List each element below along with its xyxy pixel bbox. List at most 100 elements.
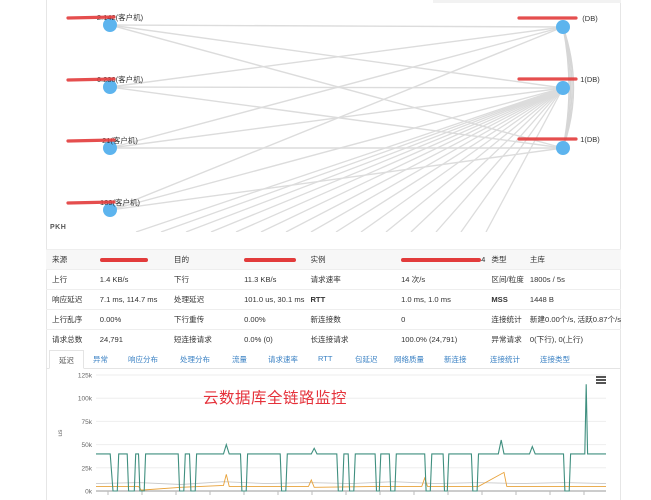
db-node-label: 1(DB) [580,135,600,144]
y-tick-label: 50k [82,442,93,449]
info-value-text: 4 [481,255,486,264]
topology-edge [562,26,575,149]
tab-11[interactable]: 连接类型 [540,355,570,364]
topology-edge [385,87,564,232]
info-value: 4 [395,249,486,270]
info-value: 0.00% [238,309,305,330]
topology-edge [109,147,564,211]
tab-8[interactable]: 网络质量 [394,355,424,364]
info-value: 1.4 KB/s [93,269,168,290]
info-label: 请求总数 [46,329,94,349]
info-label: 请求速率 [304,269,396,290]
topology-edges [109,24,575,232]
metric-tabs: 延迟异常 响应分布 处理分布 流量 请求速率 RTT 包延迟 网络质量 新连接 连接统计 连接类型 [46,350,621,369]
topology-edge [109,87,564,211]
tab-5[interactable]: 请求速率 [268,355,298,364]
info-label: 短连接请求 [167,329,239,349]
client-node[interactable]: 189(客户机) [66,197,141,217]
info-label: 上行 [46,269,94,290]
client-node-label: 6.230(客户机) [97,74,144,84]
topology-edge [285,87,564,232]
topology-edge [109,26,564,211]
client-node[interactable]: 6.230(客户机) [66,74,144,94]
y-tick-label: 125k [78,373,93,380]
topology-edge [360,87,564,232]
info-label: 目的 [167,249,239,270]
info-value: 0.00% [93,309,168,330]
info-value: 1800s / 5s [523,269,621,290]
info-label: 下行 [167,269,239,290]
topology-edge [310,87,564,232]
info-label: 下行重传 [167,309,239,330]
topology-edge [185,87,564,232]
info-label: 响应延迟 [46,289,94,310]
top-toolbar-strip [433,0,621,3]
topology-graph[interactable]: 2.142(客户机) 6.230(客户机) 21(客户机) 189(客户机) (DB) 1… [46,0,621,232]
info-value: 1.0 ms, 1.0 ms [395,289,486,310]
info-label: 来源 [46,249,94,270]
redaction-mark [244,258,297,262]
redaction-mark [99,258,148,262]
client-node-label: 189(客户机) [100,197,141,207]
db-node[interactable]: 1(DB) [517,135,600,155]
info-value: 主库 [523,249,621,270]
info-value: 14 次/s [395,269,486,290]
tab-2[interactable]: 响应分布 [128,355,158,364]
series-line-0 [96,384,606,492]
topology-edge [260,87,564,232]
info-label: 实例 [304,249,396,270]
tab-1[interactable]: 异常 [93,355,108,364]
tab-7[interactable]: 包延迟 [355,355,378,364]
y-tick-label: 100k [78,396,93,403]
topology-edge [410,87,564,232]
info-label: 区间/粒度 [485,269,524,290]
tab-3[interactable]: 处理分布 [180,355,210,364]
tab-10[interactable]: 连接统计 [490,355,520,364]
info-label: MSS [485,289,524,310]
info-value: 11.3 KB/s [238,269,305,290]
db-node[interactable]: 1(DB) [517,75,600,95]
info-label: 类型 [485,249,524,270]
y-axis-label: us [57,429,64,437]
tab-4[interactable]: 流量 [232,355,247,364]
y-tick-label: 75k [82,419,93,426]
info-value: 1448 B [523,289,621,310]
info-label: 连接统计 [485,309,524,330]
topology-edge [109,26,564,149]
tab-6[interactable]: RTT [318,354,333,363]
topology-edge [160,87,564,232]
redaction-mark [401,258,482,262]
chart-menu-icon[interactable] [596,376,606,384]
topology-nodes: 2.142(客户机) 6.230(客户机) 21(客户机) 189(客户机) (DB) 1… [66,12,600,217]
info-value: 24,791 [93,329,168,349]
info-label: 长连接请求 [304,329,396,349]
topology-edge [485,87,564,232]
client-node[interactable]: 2.142(客户机) [66,12,144,32]
info-value: 7.1 ms, 114.7 ms [93,289,168,310]
info-label: 上行乱序 [46,309,94,330]
db-node-label: (DB) [582,14,598,23]
db-node[interactable]: (DB) [517,14,598,34]
topology-edge [460,87,564,232]
topology-edge [335,87,564,232]
info-label: RTT [304,289,396,310]
client-node[interactable]: 21(客户机) [66,135,138,155]
topology-edge [435,87,564,232]
client-node-label: 21(客户机) [102,135,138,145]
topology-footer-label: PKH [50,224,67,231]
series-line-1 [96,471,606,491]
topology-edge [109,26,564,88]
overlay-title: 云数据库全链路监控 [203,389,348,407]
tab-0[interactable]: 延迟 [49,350,84,369]
topology-edge [210,87,564,232]
tab-9[interactable]: 新连接 [444,355,467,364]
series-line-2 [95,481,607,485]
info-label: 异常请求 [485,329,524,349]
info-value: 101.0 us, 30.1 ms [238,289,305,310]
info-value: 100.0% (24,791) [395,329,486,349]
